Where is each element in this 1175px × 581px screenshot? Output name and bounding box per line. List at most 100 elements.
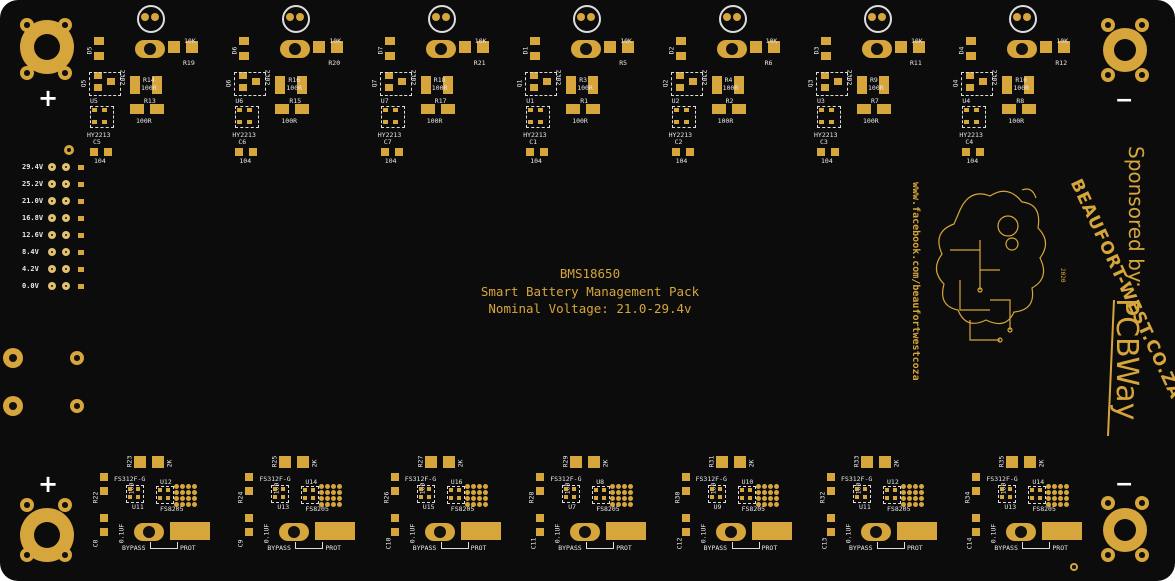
thermal-via (186, 496, 191, 501)
capacitor-pad (245, 528, 254, 536)
thermal-via (325, 496, 331, 501)
resistor-pad (130, 76, 140, 94)
led-pad (675, 37, 686, 45)
jumper-bracket (295, 542, 324, 549)
thermal-via (907, 496, 912, 501)
resistor-pad (297, 456, 310, 468)
capacitor-value-label: 0.1UF (698, 523, 707, 544)
ic-ref-label: U13 (277, 503, 290, 511)
bypass-label: BYPASS (703, 544, 728, 552)
thermal-via-grid (319, 484, 343, 507)
smd-pad (1038, 496, 1043, 500)
prot-jumper-pad (751, 522, 792, 540)
brand-year: 2020 (1059, 268, 1066, 283)
thermal-via (628, 490, 634, 495)
resistor-pad (877, 104, 891, 114)
ic-part-label: FS8205 (160, 505, 184, 513)
ic-part-label: HY2213 (377, 131, 402, 139)
resistor-pad (275, 104, 290, 114)
thermal-via (186, 490, 191, 495)
thermal-via (610, 490, 616, 495)
resistor-value-label: 100R (281, 117, 298, 125)
resistor-pad (711, 76, 722, 94)
resistor-ref-label: R5 (619, 59, 628, 67)
thermal-via (919, 490, 924, 495)
smd-pad (237, 108, 243, 112)
ic-part-label: FS8205 (887, 505, 911, 513)
thermal-via (1064, 484, 1070, 489)
smd-pad (863, 495, 867, 499)
balance-pad (70, 351, 84, 365)
thermal-via (325, 484, 331, 489)
tap-pad (62, 265, 70, 273)
resistor-pad (331, 41, 344, 53)
thermal-via (337, 496, 343, 501)
smd-pad (530, 72, 539, 79)
resistor-pad (588, 456, 601, 468)
smd-pad (538, 120, 544, 124)
led-ref-label: D6 (230, 46, 239, 55)
smd-pad (602, 488, 607, 492)
capacitor-pad (390, 514, 399, 522)
ic-outline (817, 106, 841, 128)
resistor-ref-label: R11 (910, 59, 922, 67)
capacitor-value-label: 104 (821, 157, 833, 165)
ic-outline (446, 486, 465, 504)
board-subtitle: Smart Battery Management Pack (480, 284, 700, 299)
cell-tab-pad (716, 40, 747, 58)
bypass-label: BYPASS (122, 544, 146, 552)
mosfet-outline (670, 72, 703, 96)
prot-label: PROT (907, 544, 923, 552)
capacitor-pad (536, 514, 545, 522)
thermal-via (325, 502, 331, 507)
resistor-value-label: 10K (184, 37, 196, 45)
resistor-ref-label: R30 (672, 491, 681, 504)
thermal-via (616, 484, 622, 489)
thermal-via-grid (901, 484, 924, 507)
thermal-via (470, 496, 476, 501)
ic-outline (271, 485, 290, 503)
corner-pad (58, 66, 72, 80)
smd-pad (964, 108, 970, 112)
smd-pad (102, 108, 107, 112)
jumper-bracket (586, 542, 615, 549)
tap-pad (48, 163, 56, 171)
smd-pad (974, 108, 980, 112)
resistor-ref-label: R4 (724, 76, 733, 84)
capacitor-ref-label: C9 (236, 539, 245, 548)
smd-pad (979, 78, 988, 85)
transistor-ref-label: Q6 (224, 79, 233, 88)
resistor-ref-label: R18 (433, 76, 446, 84)
tap-pad (48, 180, 56, 188)
resistor-value-label: 100R (426, 117, 443, 125)
ic-ref-label: U1 (526, 97, 535, 105)
smd-pad (281, 487, 286, 491)
resistor-ref-label: R19 (183, 59, 195, 67)
capacitor-value-label: 104 (966, 157, 979, 165)
led-ref-label: D3 (812, 46, 821, 55)
ic-part-label: FS8205 (741, 505, 766, 513)
tap-pad (62, 180, 70, 188)
resistor-ref-label: R14 (143, 76, 155, 84)
smd-pad (303, 496, 308, 500)
resistor-ref-label: R13 (144, 97, 156, 105)
smd-pad (819, 108, 824, 112)
thermal-via (337, 502, 343, 507)
jumper-bracket (877, 542, 905, 549)
smd-pad (107, 78, 115, 85)
capacitor-value-label: 0.1UF (844, 523, 853, 544)
cell-connector (427, 5, 456, 33)
ic-part-label: FS312F-G (986, 475, 1018, 483)
thermal-via (331, 484, 337, 489)
cell-connector (282, 5, 311, 33)
resistor-ref-label: R9 (870, 76, 878, 84)
smd-pad (100, 473, 108, 481)
resistor-value-label: 10K (474, 37, 487, 45)
smd-pad (966, 72, 975, 79)
resistor-pad (895, 41, 907, 53)
thermal-via (610, 484, 616, 489)
resistor-ref-label: R28 (527, 491, 536, 504)
ic-outline (562, 485, 581, 503)
thermal-via (616, 490, 622, 495)
